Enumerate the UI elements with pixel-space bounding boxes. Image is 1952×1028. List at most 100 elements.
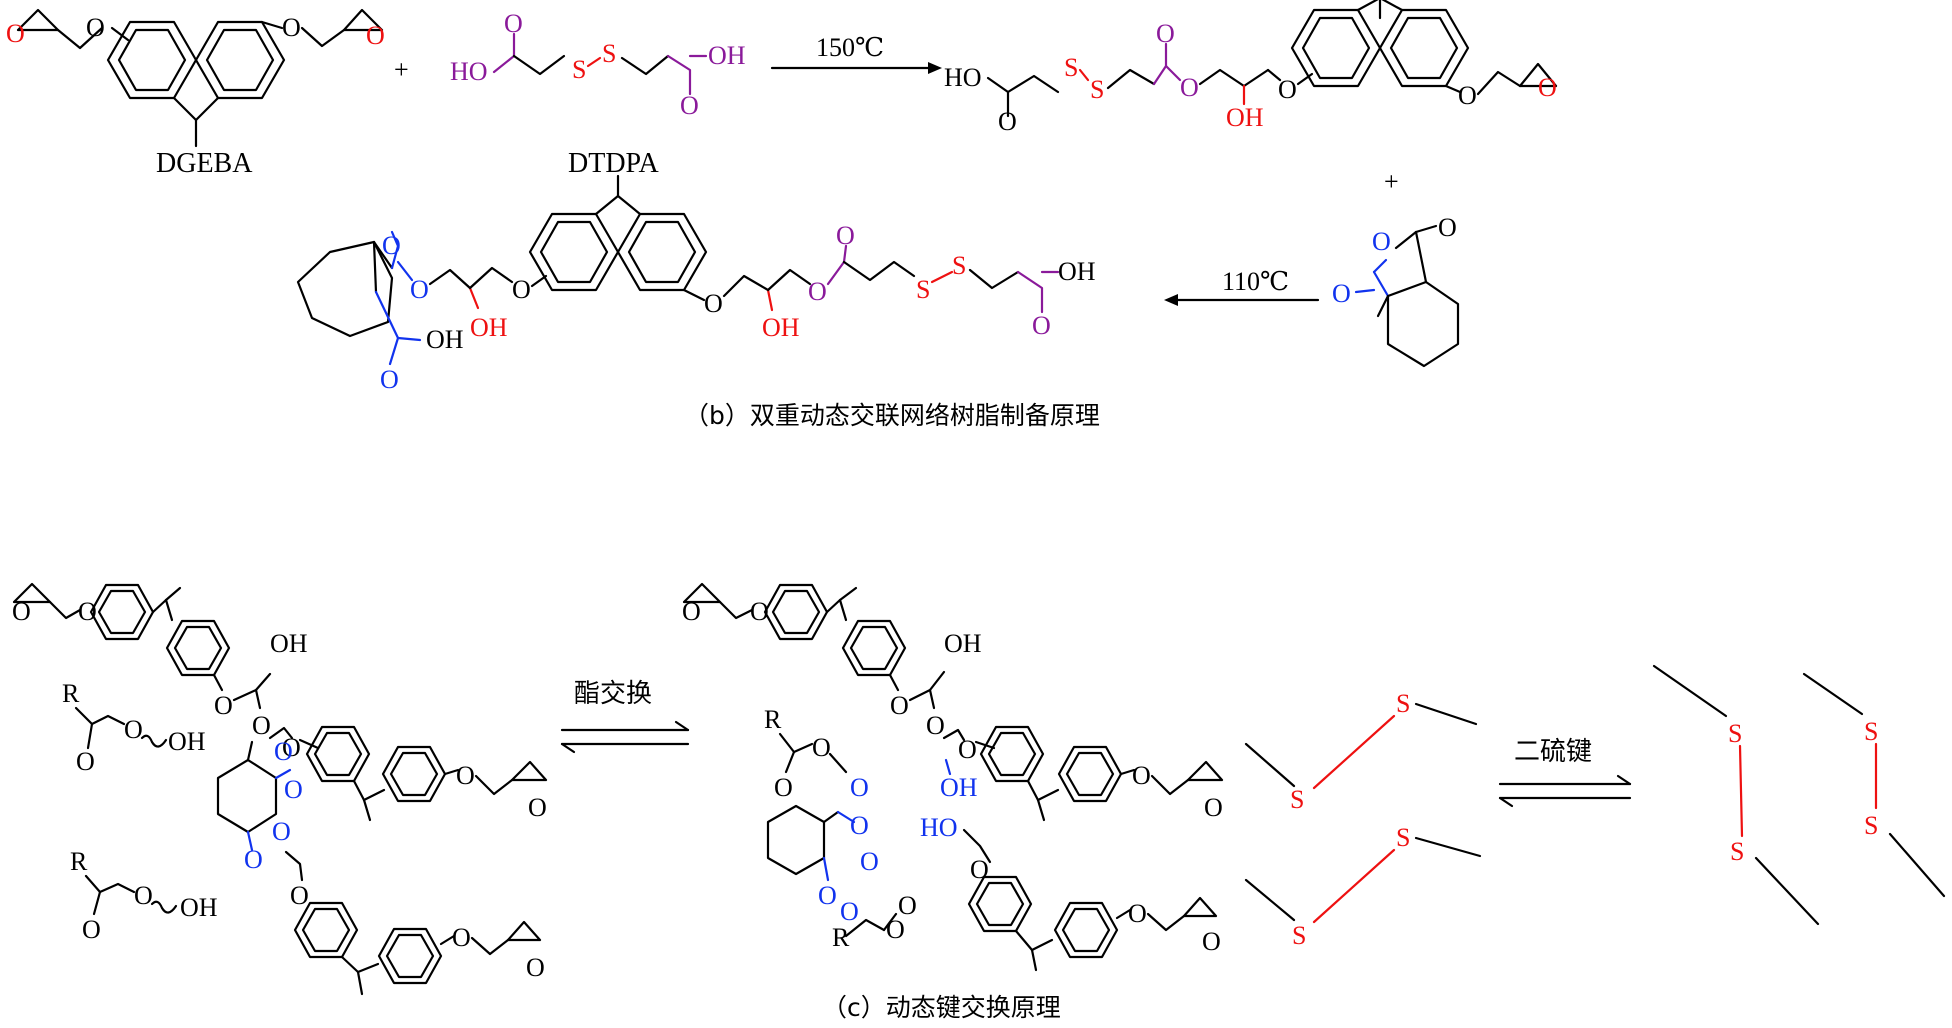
prod-o-6: O — [836, 221, 855, 250]
net-l-epox-o3: O — [526, 953, 545, 982]
prod-s1: S — [916, 275, 930, 304]
net-l-epox-o2: O — [528, 793, 547, 822]
caption-c: （c）动态键交换原理 — [822, 993, 1061, 1022]
int-o-1: O — [998, 107, 1017, 136]
int-s2: S — [1090, 75, 1104, 104]
ester-exchange-arrows: 酯交换 — [560, 679, 690, 754]
net-r-o11: O — [1128, 899, 1147, 928]
net-l-bo4: O — [272, 817, 291, 846]
ds-a-s3: S — [1864, 717, 1878, 746]
net-r-r2: R — [832, 923, 850, 952]
net-r-bo2: O — [850, 811, 869, 840]
ester-exchange-label: 酯交换 — [574, 679, 652, 709]
disulfide-before: S S S S — [1244, 689, 1482, 950]
int-o-4: O — [1278, 75, 1297, 104]
intermediate-product: HO O S S O O OH O O O — [944, 0, 1558, 136]
net-r-oh1: OH — [944, 629, 982, 658]
prod-o-3: O — [512, 275, 531, 304]
net-l-o3: O — [252, 711, 271, 740]
net-l-o2: O — [214, 691, 233, 720]
anh-o-ring: O — [1372, 227, 1391, 256]
int-ho: HO — [944, 63, 982, 92]
net-l-oh2: OH — [168, 727, 206, 756]
anh-o-top: O — [1438, 213, 1457, 242]
net-l-o5: O — [456, 761, 475, 790]
prod-oh-2: OH — [762, 313, 800, 342]
ether-o-left: O — [86, 13, 105, 42]
arrow-110: 110℃ — [1164, 267, 1320, 306]
network-left: O O O OH O O O O R O O OH — [12, 582, 548, 996]
prod-o-4: O — [704, 289, 723, 318]
temp-110: 110℃ — [1222, 267, 1289, 296]
int-o-2: O — [1156, 19, 1175, 48]
prod-o-7: O — [1032, 311, 1051, 340]
net-r-epox-o2: O — [1204, 793, 1223, 822]
temp-150: 150℃ — [816, 33, 884, 62]
net-r-o3: O — [926, 711, 945, 740]
net-l-o8: O — [82, 915, 101, 944]
net-r-bo4: O — [818, 881, 837, 910]
ds-b-s2: S — [1396, 689, 1410, 718]
dtdpa-label: DTDPA — [568, 148, 660, 179]
net-l-o6: O — [76, 747, 95, 776]
net-l-oh1: OH — [270, 629, 308, 658]
net-l-bo3: O — [244, 845, 263, 874]
dtdpa-oh: OH — [708, 41, 746, 70]
dtdpa-ho: HO — [450, 57, 488, 86]
net-r-o10: O — [970, 855, 989, 884]
net-l-o9: O — [134, 881, 153, 910]
ether-o-right: O — [282, 13, 301, 42]
dtdpa-s2: S — [602, 39, 616, 68]
disulfide-label: 二硫键 — [1514, 737, 1592, 767]
net-l-epox-o: O — [12, 597, 31, 626]
network-right: O O O OH O O O O OH R O O O — [682, 582, 1224, 972]
epoxide-o-right: O — [366, 21, 385, 50]
prod-o-5: O — [808, 277, 827, 306]
dgeba-label: DGEBA — [156, 148, 253, 179]
ds-a-s2: S — [1730, 837, 1744, 866]
dtdpa-o-top: O — [504, 9, 523, 38]
caption-b: （b）双重动态交联网络树脂制备原理 — [684, 401, 1100, 430]
net-r-r1: R — [764, 705, 782, 734]
ds-a-s1: S — [1728, 719, 1742, 748]
crosslinked-product-b: O O OH O O OH O O S S OH O O OH — [296, 174, 1096, 394]
prod-oh-1: OH — [470, 313, 508, 342]
int-s1: S — [1064, 53, 1078, 82]
epoxide-o-left: O — [6, 19, 25, 48]
arrow-150: 150℃ — [770, 33, 942, 74]
net-l-r2: R — [70, 847, 88, 876]
int-oh: OH — [1226, 103, 1264, 132]
net-l-r1: R — [62, 679, 80, 708]
net-r-bo5: O — [840, 897, 859, 926]
net-r-o7: O — [812, 733, 831, 762]
net-r-epox-o: O — [682, 597, 701, 626]
plus-sign-1: + — [394, 55, 409, 84]
net-l-o4: O — [282, 733, 301, 762]
net-r-o4: O — [958, 735, 977, 764]
prod-o-1: O — [382, 231, 401, 260]
ds-a-s4: S — [1864, 811, 1878, 840]
net-r-o1: O — [750, 597, 769, 626]
prod-oh-4: OH — [426, 325, 464, 354]
int-o-3: O — [1180, 73, 1199, 102]
ds-b-s4: S — [1396, 823, 1410, 852]
net-r-ho: HO — [920, 813, 958, 842]
dtdpa-molecule: HO O S S OH O — [450, 9, 746, 120]
prod-o-2: O — [410, 275, 429, 304]
net-l-oh3: OH — [180, 893, 218, 922]
net-l-bo2: O — [274, 737, 293, 766]
ds-b-s1: S — [1290, 785, 1304, 814]
net-r-bo3: O — [860, 847, 879, 876]
net-r-o5: O — [1132, 761, 1151, 790]
anh-o-left: O — [1332, 279, 1351, 308]
dtdpa-s1: S — [572, 55, 586, 84]
dgeba-molecule: O O O O — [6, 8, 385, 148]
net-r-o6: O — [774, 773, 793, 802]
int-epoxide-o: O — [1538, 73, 1557, 102]
net-r-bo1: O — [850, 773, 869, 802]
net-l-o7: O — [124, 715, 143, 744]
net-r-o8: O — [886, 915, 905, 944]
net-r-boh1: OH — [940, 773, 978, 802]
prod-s2: S — [952, 251, 966, 280]
